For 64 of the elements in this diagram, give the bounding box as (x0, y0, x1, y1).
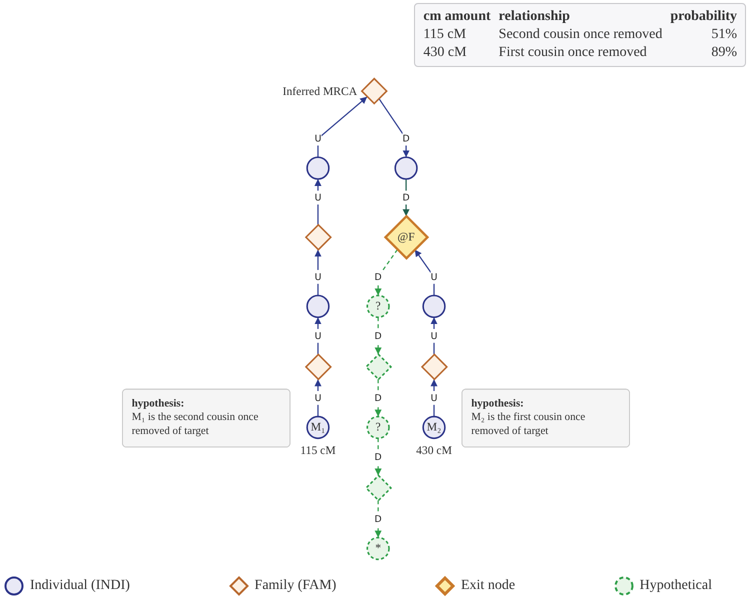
arrow (314, 379, 322, 417)
edge-label: U (314, 390, 322, 405)
note-box: hypothesis: M₂ is the first cousin once removed of target (462, 388, 630, 448)
arrow (317, 96, 368, 158)
circle-node: M₁ (306, 416, 330, 440)
edge-label: U (314, 328, 322, 343)
column-header: cm amount (423, 8, 492, 26)
circle-node: M₂ (422, 416, 446, 440)
arrow (314, 250, 322, 296)
diamond-node (304, 353, 332, 380)
edge-label: D (374, 270, 382, 284)
arrow (374, 317, 382, 354)
edge-label: U (314, 132, 322, 146)
arrow (378, 98, 410, 158)
table-text: Second cousin once removed (498, 26, 664, 44)
note-box: hypothesis: M₁ is the second cousin once removed of target (122, 388, 290, 448)
arrow (374, 249, 398, 296)
circle-node (422, 294, 446, 318)
dashed-circle-node: * (366, 536, 390, 560)
node-caption: 430 cM (416, 444, 452, 457)
edge-label: U (314, 270, 322, 284)
circle-node (306, 294, 330, 318)
edge-label: D (374, 390, 382, 405)
column-header: relationship (498, 8, 670, 26)
dashed-circle-node: ? (366, 416, 390, 440)
arrow (414, 249, 435, 296)
arrow (314, 178, 322, 225)
edge-label: U (314, 190, 322, 205)
arrow (430, 317, 438, 354)
edge-label: D (402, 132, 410, 146)
column-header: probability (670, 8, 737, 26)
dashed-diamond-node (365, 474, 392, 502)
arrow (430, 379, 438, 417)
dashed-circle-node: ? (366, 294, 390, 318)
edge-label: D (374, 450, 382, 464)
arrow (402, 178, 410, 216)
diamond-node: @F (384, 214, 430, 260)
legend-label: Individual (INDI) (30, 578, 130, 594)
dashed-diamond-node (365, 353, 392, 380)
circle-node (306, 156, 330, 180)
table-text: First cousin once removed (498, 44, 648, 62)
legend-label: Exit node (460, 578, 516, 594)
node-caption: 115 cM (300, 444, 336, 457)
arrow (374, 500, 382, 538)
diamond-node (360, 78, 388, 105)
arrow (314, 317, 322, 354)
arrow (374, 438, 382, 476)
edge-label: U (430, 328, 438, 343)
diamond-node (420, 353, 448, 380)
edge-label: U (430, 390, 438, 405)
edge-label: D (374, 512, 382, 526)
arrow (374, 379, 382, 417)
node-caption: Inferred MRCA (282, 84, 358, 98)
legend-label: Hypothetical (640, 578, 712, 594)
table-text: 51% (710, 26, 737, 44)
edge-label: U (430, 270, 438, 284)
table-text: 430 cM (423, 44, 468, 62)
edge-label: D (402, 190, 410, 205)
table-text: 89% (710, 44, 737, 62)
circle-node (394, 156, 418, 180)
legend-label: Family (FAM) (254, 578, 336, 594)
table-text: 115 cM (423, 26, 468, 44)
edge-label: D (374, 328, 382, 343)
diamond-node (304, 224, 332, 251)
